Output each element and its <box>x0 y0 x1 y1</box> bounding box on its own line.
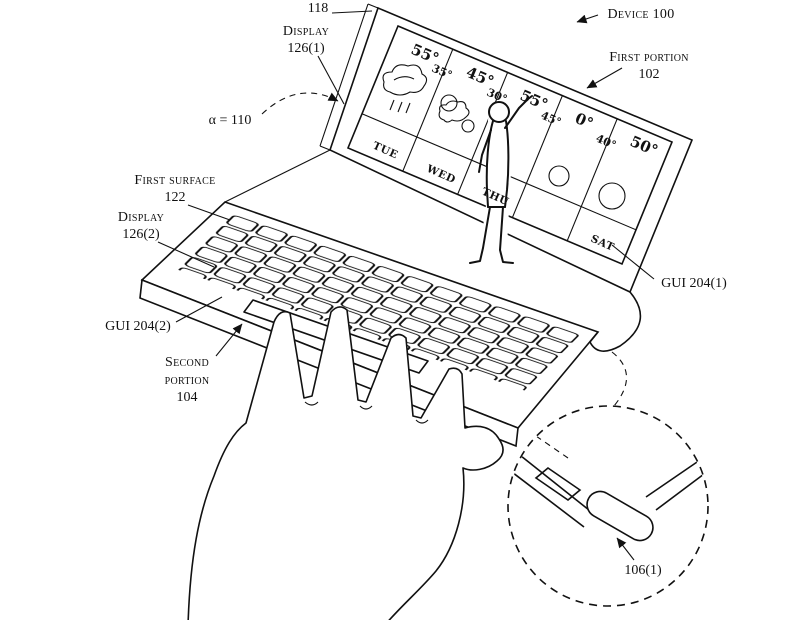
label-device-100: Device 100 <box>576 7 674 24</box>
keyboard-keys <box>177 213 581 391</box>
label-first-portion-line2: 102 <box>639 67 660 82</box>
label-gui-204-2: GUI 204(2) <box>105 296 223 334</box>
label-118: 118 <box>308 1 373 16</box>
sun-icon-col5 <box>598 182 626 210</box>
label-118-text: 118 <box>308 1 328 16</box>
cloudy-icon <box>438 94 475 133</box>
label-second-portion-line1: Second <box>165 355 209 370</box>
rain-cloud-icon <box>382 64 428 114</box>
label-first-portion-102: First portion 102 <box>586 50 689 89</box>
label-display-126-2: Display 126(2) <box>118 210 215 268</box>
label-alpha-110: α = 110 <box>209 92 339 128</box>
temp-high-4: 0° <box>572 109 596 133</box>
label-first-surface-line1: First surface <box>134 173 215 188</box>
person-figure <box>469 95 533 264</box>
label-first-surface-line2: 122 <box>165 190 186 205</box>
label-display2-line1: Display <box>118 210 164 225</box>
label-second-portion-line3: 104 <box>177 390 198 405</box>
person-raised-arm <box>504 95 533 129</box>
first-portion-screen: 55° 35° 45° 30° 55° 45° 0° 40° 50° <box>224 3 694 352</box>
alpha-angle-arc <box>261 92 339 115</box>
label-106-1: 106(1) <box>616 537 662 578</box>
hand <box>187 306 504 620</box>
label-gui1-text: GUI 204(1) <box>661 276 727 291</box>
hand-knuckle-lines <box>304 401 429 424</box>
label-hinge-text: 106(1) <box>624 563 662 578</box>
label-second-portion-104: Second portion 104 <box>165 323 243 405</box>
labels: 118 Display 126(1) Device 100 First port… <box>105 1 727 405</box>
sun-icon-col4 <box>548 165 570 187</box>
label-device-text: Device 100 <box>607 7 674 22</box>
magnifier-connector <box>611 351 627 407</box>
hinge-corner <box>589 291 642 352</box>
deck-left-edge <box>139 279 143 299</box>
hand-outline <box>187 306 504 620</box>
hinge-end-cap <box>586 490 654 542</box>
label-second-portion-line2: portion <box>165 373 210 388</box>
hinge-magnifier: 106(1) <box>507 351 709 607</box>
label-display1-line2: 126(1) <box>287 41 325 56</box>
label-display-126-1: Display 126(1) <box>283 24 345 105</box>
screen-thickness-edge <box>319 3 379 151</box>
gui-weather-icons <box>382 64 626 210</box>
label-first-portion-line1: First portion <box>609 50 689 65</box>
hinge-left-line <box>224 149 331 203</box>
label-gui2-text: GUI 204(2) <box>105 319 171 334</box>
label-display2-line2: 126(2) <box>122 227 160 242</box>
label-display1-line1: Display <box>283 24 329 39</box>
magnifier-content <box>509 435 705 542</box>
magnified-key-corner <box>534 466 582 502</box>
label-first-surface-122: First surface 122 <box>134 173 231 221</box>
label-gui-204-1: GUI 204(1) <box>611 244 727 291</box>
label-alpha-text: α = 110 <box>209 113 252 128</box>
person-lower-arm <box>478 129 492 173</box>
